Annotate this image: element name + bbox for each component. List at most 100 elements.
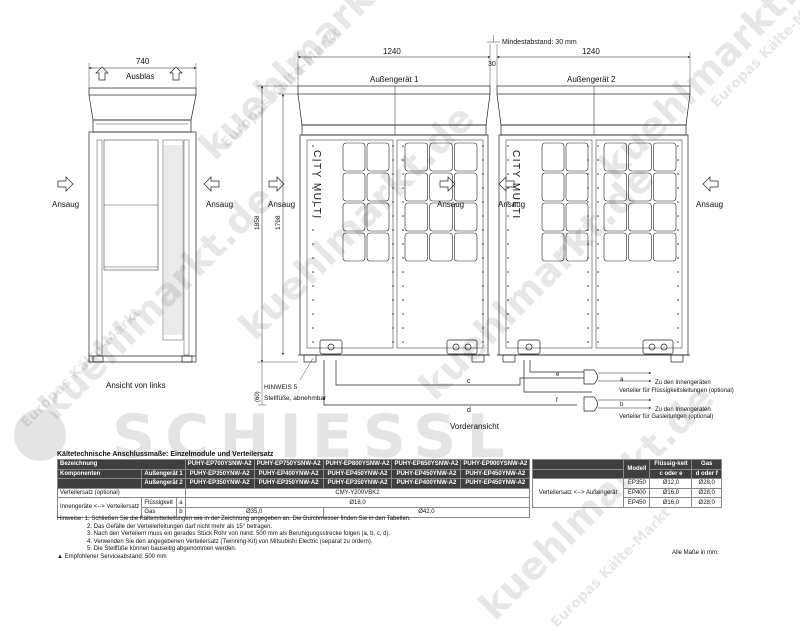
gas-ep350: Ø28,0 [691,478,722,489]
grille-cell [429,202,453,232]
screw-dot [587,285,589,287]
ag1-5: PUHY-EP450YNW-A2 [460,468,531,480]
screw-dot [312,159,314,161]
screw-dot [392,327,394,329]
screw-dot [402,159,404,161]
header-ag1: Außengerät 1 [141,468,186,480]
screw-dot [402,173,404,175]
model-5: PUHY-EP900YSNW-A2 [460,459,531,470]
grille-cell [565,232,589,262]
pipe-a: a [620,377,624,383]
pipe-c: c [467,378,471,385]
screw-dot [677,229,679,231]
screw-dot [507,313,509,315]
screw-dot [597,201,599,203]
label-brand-unit2: CITY MULTI [510,150,521,220]
screw-dot [587,215,589,217]
screw-dot [312,299,314,301]
screw-dot [392,159,394,161]
screw-dot [402,299,404,301]
grille-cell [541,142,565,172]
screw-dot [587,271,589,273]
screw-dot [597,243,599,245]
dim-gap: 30 [488,61,496,68]
screw-dot [507,243,509,245]
screw-dot [482,257,484,259]
grille-cell [653,202,677,232]
screw-dot [402,341,404,343]
label-ansaug-front-left: Ansaug [268,200,295,209]
screw-dot [402,201,404,203]
header-fluessigkeit: Flüssig-keit [649,459,693,470]
table-row: Gas b Ø35,0 Ø42,0 [58,506,531,518]
label-brand-unit1: CITY MULTI [311,150,322,220]
screw-dot [587,173,589,175]
screw-dot [587,341,589,343]
screw-dot [507,187,509,189]
dim-height-body: 1798 [275,215,282,230]
grille-cell [404,172,428,202]
screw-dot [312,341,314,343]
screw-dot [587,243,589,245]
screw-dot [587,313,589,315]
screw-dot [392,285,394,287]
dim-foot-height: (60) [255,391,261,402]
screw-dot [482,173,484,175]
screw-dot [392,243,394,245]
verteilersatz-value: CMY-Y200VBK2 [184,487,531,499]
dim-unit1-width: 1240 [383,47,401,56]
label-ansaug-mid2: Ansaug [498,200,525,209]
screw-dot [392,257,394,259]
screw-dot [312,327,314,329]
screw-dot [312,229,314,231]
screw-dot [402,327,404,329]
screw-dot [507,299,509,301]
grille-cell [366,172,390,202]
grille-panels [312,142,679,343]
screw-dot [312,145,314,147]
modell-ep450: EP450 [623,497,651,508]
label-side-view: Ansicht von links [106,381,166,390]
ag2-2: PUHY-EP350YNW-A2 [253,478,324,489]
grille-cell [653,232,677,262]
screw-dot [482,243,484,245]
table-row: Außengerät 2 PUHY-EP350YNW-A2 PUHY-EP350… [56,478,531,489]
row-verteilersatz: Verteilersatz (optional) [57,487,186,499]
label-gas: Gas [141,506,178,518]
grille-cell [628,202,652,232]
dim-height-total: 1858 [254,215,261,230]
watermark-tagline-4: Europas Kälte-Markt [548,505,675,631]
screw-dot [392,187,394,189]
grille-cell [429,172,453,202]
row-innengeraete: Innengeräte <--> Verteilersatz [56,497,143,518]
grille-cell [628,172,652,202]
modell-ep400: EP400 [623,487,651,499]
pipe-b: b [620,402,624,408]
header-gas: Gas [691,459,722,470]
screw-dot [597,173,599,175]
screw-dot [507,327,509,329]
screw-dot [597,327,599,329]
screw-dot [482,145,484,147]
screw-dot [312,243,314,245]
gas-value-2: Ø42,0 [322,506,531,518]
screw-dot [597,271,599,273]
screw-dot [402,285,404,287]
model-3: PUHY-EP800YSNW-A2 [322,459,393,470]
label-min-gap: Mindestabstand: 30 mm [502,39,577,46]
table-connection-dims: Bezeichnung PUHY-EP700YSNW-A2 PUHY-EP750… [56,459,531,518]
screw-dot [482,285,484,287]
screw-dot [507,201,509,203]
screw-dot [392,145,394,147]
screw-dot [597,159,599,161]
model-1: PUHY-EP700YSNW-A2 [184,459,255,470]
ag2-1: PUHY-EP350YNW-A2 [184,478,255,489]
grille-cell [366,142,390,172]
screw-dot [677,159,679,161]
grille-cell [603,202,627,232]
modell-ep350: EP350 [623,478,651,489]
screw-dot [312,257,314,259]
screw-dot [392,215,394,217]
table-row: Verteilersatz (optional) CMY-Y200VBK2 [57,487,531,499]
screw-dot [507,159,509,161]
